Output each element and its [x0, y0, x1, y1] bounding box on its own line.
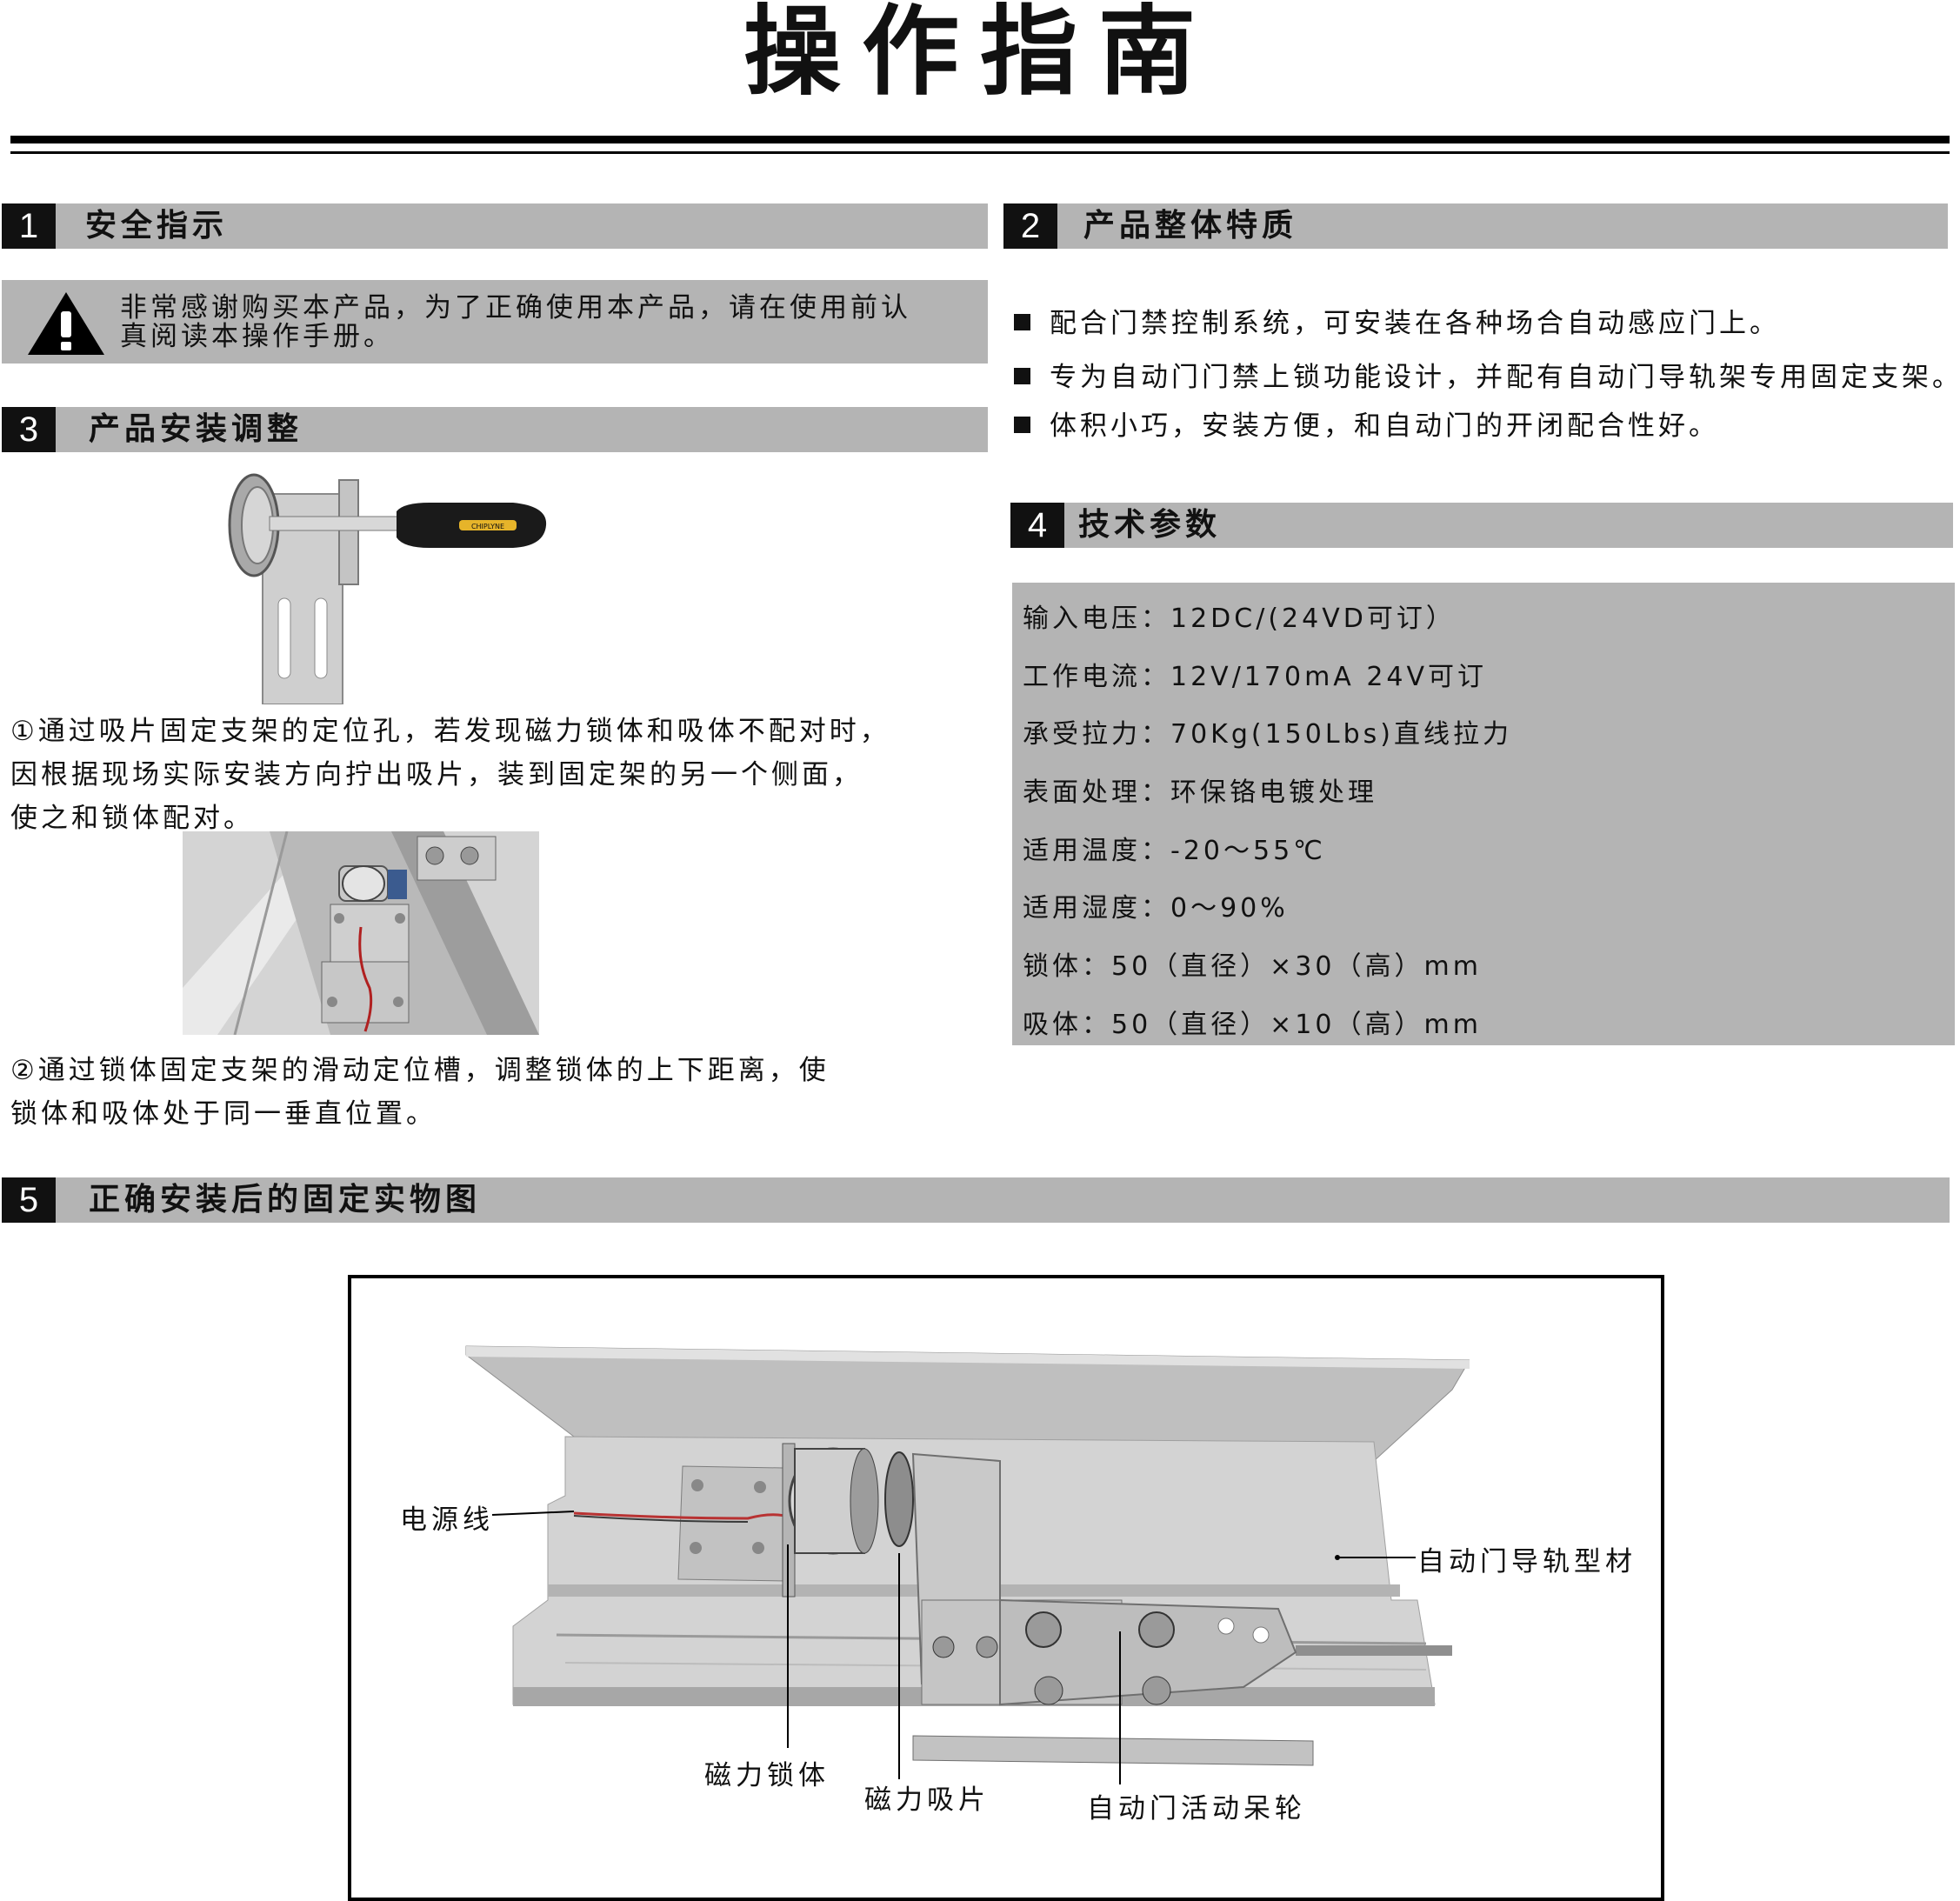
spec-row: 吸体：50（直径）×10（高）mm — [1023, 1010, 1482, 1040]
title-rule-thick — [10, 136, 1950, 143]
section-2-header: 2 产品整体特质 — [1003, 203, 1948, 249]
install-step-2-line: ②通过锁体固定支架的滑动定位槽，调整锁体的上下距离，使 — [10, 1055, 830, 1086]
page-title: 操作指南 — [743, 0, 1217, 109]
spec-row: 工作电流：12V/170mA 24V可订 — [1023, 662, 1488, 692]
screwdriver-brand: CHIPLYNE — [471, 523, 504, 530]
install-step-2-line: 锁体和吸体处于同一垂直位置。 — [10, 1098, 437, 1130]
rail-lock-photo — [183, 831, 539, 1035]
feature-item: 专为自动门门禁上锁功能设计，并配有自动门导轨架专用固定支架。 — [1014, 355, 1960, 394]
section-5-number: 5 — [2, 1177, 56, 1223]
title-rule-thin — [10, 151, 1950, 154]
callout-idler-wheel: 自动门活动呆轮 — [1087, 1793, 1306, 1824]
section-1-title: 安全指示 — [85, 208, 229, 243]
callout-power-cable: 电源线 — [400, 1504, 494, 1536]
feature-item: 配合门禁控制系统，可安装在各种场合自动感应门上。 — [1014, 301, 1780, 340]
section-1-number: 1 — [2, 203, 56, 249]
install-step-1-line: 使之和锁体配对。 — [10, 803, 254, 834]
section-4-header: 4 技术参数 — [1010, 503, 1953, 548]
spec-row: 输入电压：12DC/(24VD可订） — [1023, 604, 1456, 634]
install-step-2: ②通过锁体固定支架的滑动定位槽，调整锁体的上下距离，使 锁体和吸体处于同一垂直位… — [10, 1049, 830, 1136]
spec-row: 表面处理：环保铬电镀处理 — [1023, 777, 1377, 808]
safety-text: 非常感谢购买本产品，为了正确使用本产品，请在使用前认 真阅读本操作手册。 — [120, 294, 972, 351]
section-5-title: 正确安装后的固定实物图 — [89, 1182, 482, 1217]
install-step-1-line: 因根据现场实际安装方向拧出吸片，装到固定架的另一个侧面， — [10, 759, 863, 790]
bullet-icon — [1014, 417, 1030, 433]
spec-panel: 输入电压：12DC/(24VD可订） 工作电流：12V/170mA 24V可订 … — [1012, 583, 1955, 1045]
safety-notice: 非常感谢购买本产品，为了正确使用本产品，请在使用前认 真阅读本操作手册。 — [2, 280, 988, 364]
spec-row: 适用温度：-20～55℃ — [1023, 836, 1326, 866]
install-step-1-line: ①通过吸片固定支架的定位孔，若发现磁力锁体和吸体不配对时， — [10, 716, 890, 747]
bullet-icon — [1014, 314, 1030, 330]
section-2-number: 2 — [1003, 203, 1057, 249]
spec-row: 承受拉力：70Kg(150Lbs)直线拉力 — [1023, 719, 1512, 750]
installed-assembly-photo — [465, 1345, 1470, 1766]
safety-line-2: 真阅读本操作手册。 — [120, 321, 394, 352]
section-3-number: 3 — [2, 407, 56, 452]
section-1-header: 1 安全指示 — [2, 203, 988, 249]
bullet-icon — [1014, 368, 1030, 384]
section-2-title: 产品整体特质 — [1083, 208, 1298, 243]
callout-armature-plate: 磁力吸片 — [864, 1784, 990, 1816]
section-3-title: 产品安装调整 — [89, 411, 303, 447]
safety-line-1: 非常感谢购买本产品，为了正确使用本产品，请在使用前认 — [120, 292, 911, 324]
section-4-number: 4 — [1010, 503, 1064, 548]
section-5-header: 5 正确安装后的固定实物图 — [2, 1177, 1950, 1223]
install-step-1: ①通过吸片固定支架的定位孔，若发现磁力锁体和吸体不配对时， 因根据现场实际安装方… — [10, 710, 890, 840]
callout-magnetic-lock: 磁力锁体 — [704, 1760, 830, 1791]
bracket-screwdriver-photo: CHIPLYNE — [228, 473, 547, 704]
spec-row: 锁体：50（直径）×30（高）mm — [1023, 951, 1482, 982]
section-4-title: 技术参数 — [1078, 507, 1222, 543]
spec-row: 适用湿度：0～90% — [1023, 893, 1289, 924]
feature-item: 体积小巧，安装方便，和自动门的开闭配合性好。 — [1014, 404, 1719, 443]
callout-guide-rail: 自动门导轨型材 — [1417, 1546, 1637, 1577]
warning-icon — [28, 292, 104, 355]
section-3-header: 3 产品安装调整 — [2, 407, 988, 452]
